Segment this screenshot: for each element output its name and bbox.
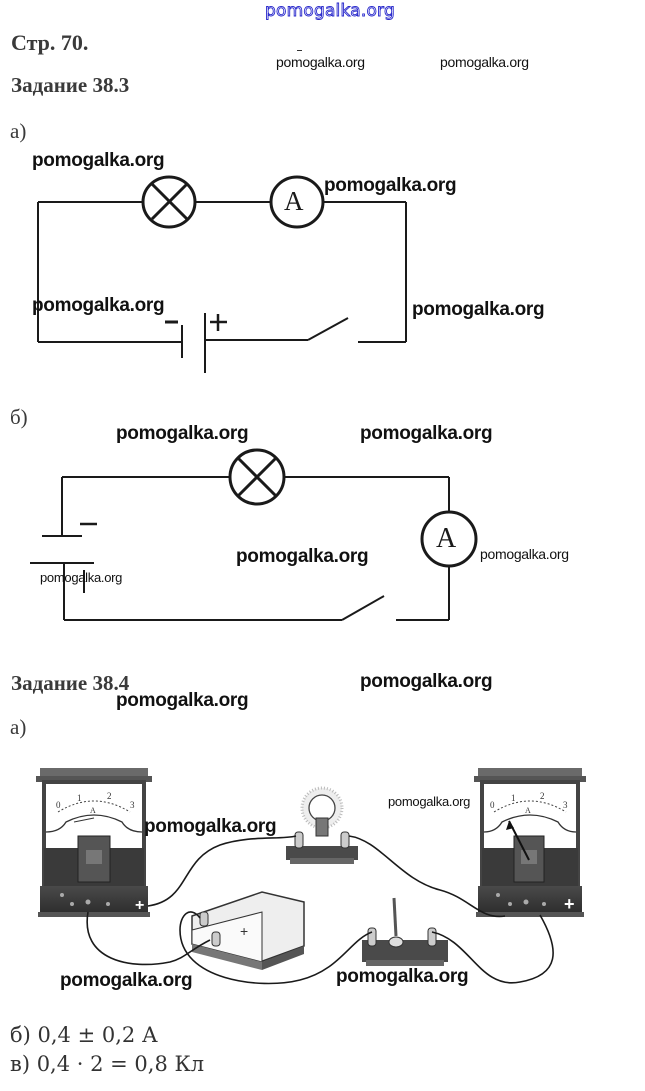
wire <box>86 835 554 985</box>
circuit-diagram-b <box>30 448 478 621</box>
watermark: pomogalka.org <box>236 546 369 567</box>
circuit-illustration: + + + <box>36 768 586 985</box>
site-header-watermark[interactable]: pomogalka.org <box>265 1 396 22</box>
watermark: pomogalka.org <box>480 546 569 562</box>
plus-terminal-icon: + <box>135 897 144 914</box>
circuit-diagram-a <box>37 175 407 373</box>
watermark: pomogalka.org <box>116 690 249 711</box>
watermark: pomogalka.org <box>336 966 469 987</box>
watermark: pomogalka.org <box>324 175 457 196</box>
open-switch-symbol <box>341 595 385 621</box>
part-label-a: а) <box>10 715 27 739</box>
scale-label: 3 <box>563 800 568 810</box>
watermark: pomogalka.org <box>40 570 123 585</box>
watermark: pomogalka.org <box>360 423 493 444</box>
ammeter-device-left: + <box>36 768 152 917</box>
watermark: pomogalka.org <box>32 150 165 171</box>
page-title: Стр. 70. <box>11 30 89 55</box>
scale-label: 2 <box>107 791 112 801</box>
watermark: pomogalka.org <box>388 794 471 809</box>
ammeter-symbol <box>269 175 325 229</box>
watermark: pomogalka.org <box>32 295 165 316</box>
plus-terminal-icon: + <box>564 894 575 914</box>
unit-letter: A <box>525 806 531 815</box>
power-source-device: + <box>191 891 305 970</box>
plus-sign-icon: + <box>240 923 248 939</box>
battery-symbol <box>165 313 227 373</box>
part-label-a: а) <box>10 119 27 143</box>
ammeter-symbol <box>420 510 478 568</box>
unit-letter: A <box>90 806 96 815</box>
watermark: pomogalka.org <box>360 671 493 692</box>
lamp-symbol <box>141 175 197 229</box>
lamp-symbol <box>228 448 286 506</box>
ammeter-letter: A <box>436 523 457 554</box>
task-title-38-3: Задание 38.3 <box>11 73 130 97</box>
ammeter-letter: A <box>284 186 304 216</box>
wire <box>37 201 407 343</box>
watermark: pomogalka.org <box>116 423 249 444</box>
scale-label: 1 <box>511 793 516 803</box>
watermark: pomogalka.org <box>60 970 193 991</box>
task-title-38-4: Задание 38.4 <box>11 671 130 695</box>
scale-label: 1 <box>77 793 82 803</box>
scale-label: 2 <box>540 791 545 801</box>
stray-mark <box>297 50 302 51</box>
wire <box>61 476 450 621</box>
battery-symbol <box>30 522 97 593</box>
scale-label: 3 <box>130 800 135 810</box>
answer-b: б) 0,4 ± 0,2 А <box>10 1023 158 1047</box>
watermark: pomogalka.org <box>440 54 529 70</box>
lamp-device <box>286 786 358 864</box>
scale-label: 0 <box>56 800 61 810</box>
answer-v: в) 0,4 · 2 = 0,8 Кл <box>10 1052 205 1076</box>
ammeter-device-right: + <box>474 768 586 917</box>
part-label-b: б) <box>10 405 28 429</box>
open-switch-symbol <box>307 317 349 341</box>
watermark: pomogalka.org <box>276 54 365 70</box>
watermark: pomogalka.org <box>412 299 545 320</box>
scale-label: 0 <box>490 800 495 810</box>
watermark: pomogalka.org <box>144 816 277 837</box>
